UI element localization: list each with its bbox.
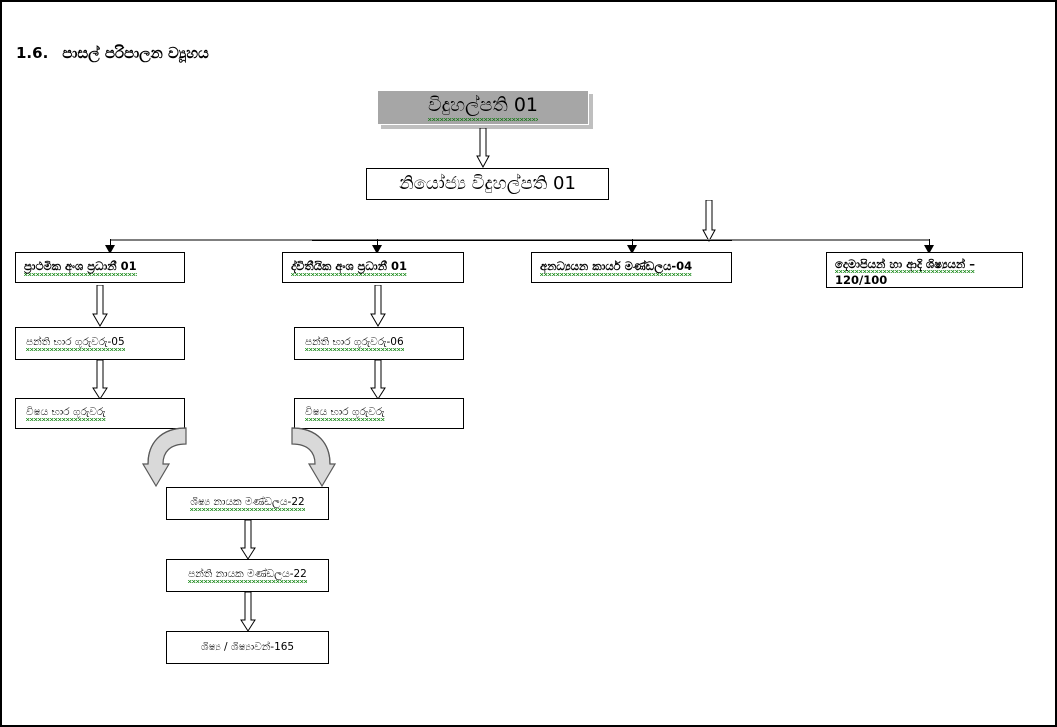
node-primary-class-teachers[interactable]: පන්ති භාර ගුරුවරු-05 bbox=[15, 327, 185, 360]
node-secondary-section-head-label: ද්විතීයික අංශ ප්‍රධානී 01 bbox=[291, 259, 407, 275]
node-secondary-class-teachers-label: පන්ති භාර ගුරුවරු-06 bbox=[305, 335, 404, 351]
curved-arrow-secondary-to-student-council bbox=[270, 426, 336, 492]
arrow-primary-class-to-subject-teachers bbox=[92, 360, 108, 400]
branch-distribution-bar-dark bbox=[312, 240, 732, 241]
section-title: පාසල් පරිපාලන ව්‍යූහය bbox=[62, 44, 209, 62]
node-non-academic-staff[interactable]: අනධ්‍යයන කාර්ය මණ්ඩලය-04 bbox=[531, 252, 732, 283]
arrow-secondary-class-to-subject-teachers bbox=[370, 360, 386, 400]
node-student-leaders-council-label: ශිෂ්‍ය නායක මණ්ඩලය-22 bbox=[190, 495, 305, 511]
arrow-secondary-head-to-class-teachers bbox=[370, 285, 386, 327]
node-non-academic-staff-label: අනධ්‍යයන කාර්ය මණ්ඩලය-04 bbox=[540, 259, 693, 275]
node-primary-section-head[interactable]: ප්‍රාථමික අංශ ප්‍රධානී 01 bbox=[15, 252, 185, 283]
node-class-leaders-council-label: පන්ති නායක මණ්ඩලය-22 bbox=[188, 567, 307, 583]
arrow-student-council-to-class-council bbox=[240, 520, 256, 560]
arrow-class-council-to-students bbox=[240, 592, 256, 632]
section-number: 1.6. bbox=[16, 44, 49, 62]
node-secondary-subject-teachers-label: විෂය භාර ගුරුවරු bbox=[305, 405, 385, 421]
arrow-principal-to-deputy bbox=[476, 128, 490, 168]
arrow-primary-head-to-class-teachers bbox=[92, 285, 108, 327]
node-class-leaders-council[interactable]: පන්ති නායක මණ්ඩලය-22 bbox=[166, 559, 329, 592]
node-primary-subject-teachers-label: විෂය භාර ගුරුවරු bbox=[26, 405, 106, 421]
node-secondary-section-head[interactable]: ද්විතීයික අංශ ප්‍රධානී 01 bbox=[282, 252, 464, 283]
node-parents-alumni[interactable]: දෙමාපියන් හා ආදි ශිෂ්‍යයන් – 120/100 bbox=[826, 252, 1023, 288]
branch-arrowhead-secondary bbox=[372, 245, 382, 254]
page-title: 1.6. පාසල් පරිපාලන ව්‍යූහය bbox=[16, 44, 209, 62]
node-secondary-class-teachers[interactable]: පන්ති භාර ගුරුවරු-06 bbox=[294, 327, 464, 360]
node-parents-alumni-label: දෙමාපියන් හා ආදි ශිෂ්‍යයන් – bbox=[835, 257, 976, 273]
node-deputy-principal-label: නියෝජ්‍ය විදුහල්පති 01 bbox=[399, 172, 576, 194]
node-students[interactable]: ශිෂ්‍ය / ශිෂ්‍යාවන්-165 bbox=[166, 631, 329, 664]
node-primary-class-teachers-label: පන්ති භාර ගුරුවරු-05 bbox=[26, 335, 125, 351]
arrow-deputy-to-branch-bar bbox=[702, 200, 716, 242]
node-primary-section-head-label: ප්‍රාථමික අංශ ප්‍රධානී 01 bbox=[24, 259, 137, 275]
node-student-leaders-council[interactable]: ශිෂ්‍ය නායක මණ්ඩලය-22 bbox=[166, 487, 329, 520]
branch-arrowhead-parents bbox=[924, 245, 934, 254]
branch-arrowhead-primary bbox=[105, 245, 115, 254]
branch-arrowhead-nonacademic bbox=[627, 245, 637, 254]
node-principal[interactable]: විදුහල්පති 01 bbox=[377, 90, 589, 125]
branch-stem-primary bbox=[110, 239, 111, 249]
node-deputy-principal[interactable]: නියෝජ්‍ය විදුහල්පති 01 bbox=[366, 168, 609, 200]
node-primary-subject-teachers[interactable]: විෂය භාර ගුරුවරු bbox=[15, 398, 185, 429]
node-principal-label: විදුහල්පති 01 bbox=[427, 94, 539, 121]
node-students-label: ශිෂ්‍ය / ශිෂ්‍යාවන්-165 bbox=[200, 640, 295, 653]
branch-stem-nonacademic bbox=[632, 239, 633, 249]
branch-stem-parents bbox=[929, 239, 930, 249]
node-secondary-subject-teachers[interactable]: විෂය භාර ගුරුවරු bbox=[294, 398, 464, 429]
curved-arrow-primary-to-student-council bbox=[142, 426, 208, 492]
node-parents-alumni-count: 120/100 bbox=[835, 273, 888, 288]
branch-stem-secondary bbox=[377, 239, 378, 249]
